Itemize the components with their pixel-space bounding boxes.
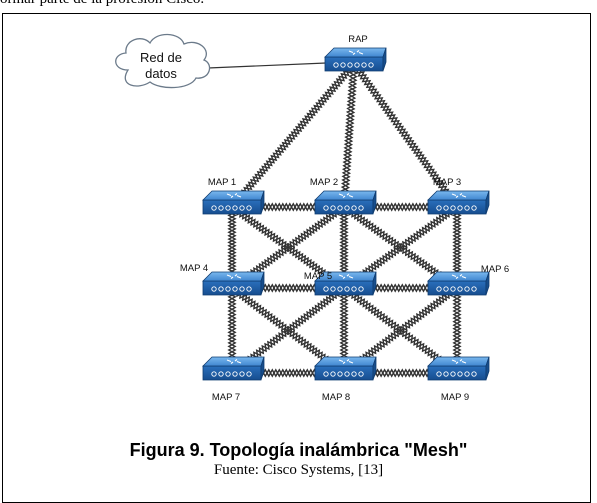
nodes-layer: RAP MAP 1 MAP 2 MAP 3 MAP 4 MAP 5 MAP 6 MAP 7 MA… xyxy=(180,34,509,403)
cloud-label-line1: Red de xyxy=(140,50,182,65)
wireless-link-rap-map3 xyxy=(351,62,460,209)
wireless-access-point-icon xyxy=(314,271,377,296)
page-text-fragment: ormar parte de la profesión Cisco. xyxy=(0,0,204,8)
wired-link xyxy=(207,62,327,69)
wireless-access-point-icon xyxy=(202,190,265,215)
wireless-access-point-icon xyxy=(202,271,265,296)
mesh-node-label-map9: MAP 9 xyxy=(441,392,469,403)
cloud-icon: Red de datos xyxy=(115,33,211,89)
mesh-node-label-map2: MAP 2 xyxy=(310,177,338,188)
wireless-access-point-icon xyxy=(202,356,265,381)
wireless-access-point-icon xyxy=(427,271,490,296)
mesh-node-label-map8: MAP 8 xyxy=(322,392,350,403)
wireless-access-point-icon xyxy=(427,356,490,381)
wireless-access-point-icon xyxy=(427,190,490,215)
mesh-node-label-map3: MAP 3 xyxy=(433,177,461,188)
wireless-access-point-icon xyxy=(314,190,377,215)
wireless-access-point-icon xyxy=(324,47,387,72)
mesh-node-label-map4: MAP 4 xyxy=(180,263,208,274)
mesh-node-label-map5: MAP 5 xyxy=(304,271,332,282)
wireless-link-rap-map2 xyxy=(339,63,359,208)
cloud-label-line2: datos xyxy=(145,66,177,81)
wireless-link-rap-map1 xyxy=(229,62,357,209)
root-node-label: RAP xyxy=(348,34,368,45)
mesh-topology-diagram: Red de datos RAP MAP 1 MAP 2 MAP 3 MAP 4 MAP … xyxy=(115,33,509,403)
figure-caption-source: Fuente: Cisco Systems, [13] xyxy=(213,462,384,478)
mesh-node-label-map7: MAP 7 xyxy=(212,392,240,403)
mesh-node-label-map6: MAP 6 xyxy=(481,264,509,275)
figure-caption-title: Figura 9. Topología inalámbrica "Mesh" xyxy=(129,440,468,460)
wireless-access-point-icon xyxy=(314,356,377,381)
links-layer xyxy=(207,62,462,378)
mesh-node-label-map1: MAP 1 xyxy=(208,177,236,188)
